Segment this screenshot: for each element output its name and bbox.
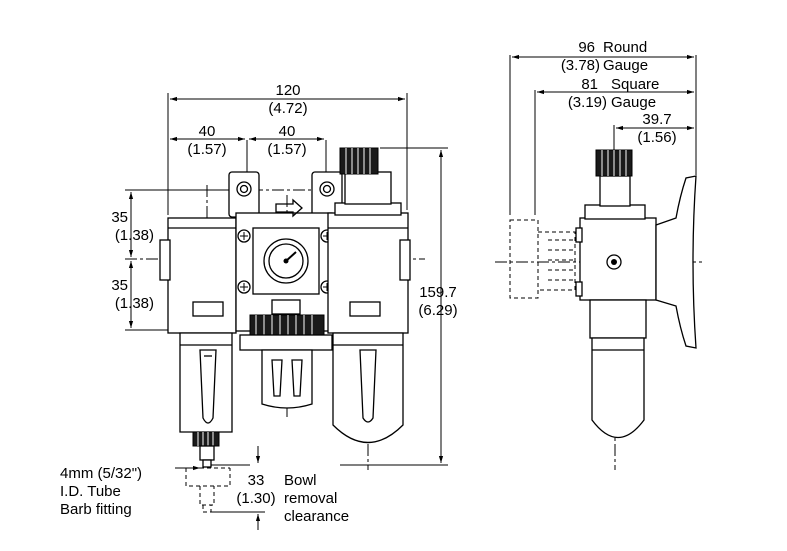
dim-overall-height-mm: 159.7 [419, 284, 457, 301]
fitting-label-line1: 4mm (5/32") [60, 465, 142, 482]
dim-bowl-clearance-mm: 33 [248, 472, 265, 489]
bowl-label-line1: Bowl [284, 472, 317, 489]
dim-overall-width-in: (4.72) [268, 100, 307, 117]
dim-depth-in: (1.56) [637, 129, 676, 146]
dim-bowl-clearance-in: (1.30) [236, 490, 275, 507]
bowl-label-line2: removal [284, 490, 337, 507]
dim-left-width-in: (1.57) [187, 141, 226, 158]
fitting-label-line2: I.D. Tube [60, 483, 121, 500]
side-view [495, 54, 705, 470]
dim-left-width-mm: 40 [199, 123, 216, 140]
dim-depth-mm: 39.7 [642, 111, 671, 128]
fitting-label-line3: Barb fitting [60, 501, 132, 518]
dimension-labels: 120 (4.72) 40 (1.57) 40 (1.57) 35 (1.38)… [60, 39, 677, 525]
dim-square-gauge-mm: 81 [581, 76, 598, 93]
dim-lower-height-mm: 35 [111, 277, 128, 294]
dim-lower-height-in: (1.38) [115, 295, 154, 312]
dim-overall-height-in: (6.29) [418, 302, 457, 319]
dim-round-gauge-in: (3.78) [561, 57, 600, 74]
dim-overall-width-mm: 120 [275, 82, 300, 99]
dim-round-gauge-mm: 96 [578, 39, 595, 56]
round-gauge-label2: Gauge [603, 57, 648, 74]
dim-upper-height-in: (1.38) [115, 227, 154, 244]
dim-middle-width-mm: 40 [279, 123, 296, 140]
front-view [125, 93, 448, 530]
round-gauge-label1: Round [603, 39, 647, 56]
dim-square-gauge-in: (3.19) [568, 94, 607, 111]
dim-middle-width-in: (1.57) [267, 141, 306, 158]
square-gauge-label2: Gauge [611, 94, 656, 111]
square-gauge-label1: Square [611, 76, 659, 93]
bowl-label-line3: clearance [284, 508, 349, 525]
dim-upper-height-mm: 35 [111, 209, 128, 226]
